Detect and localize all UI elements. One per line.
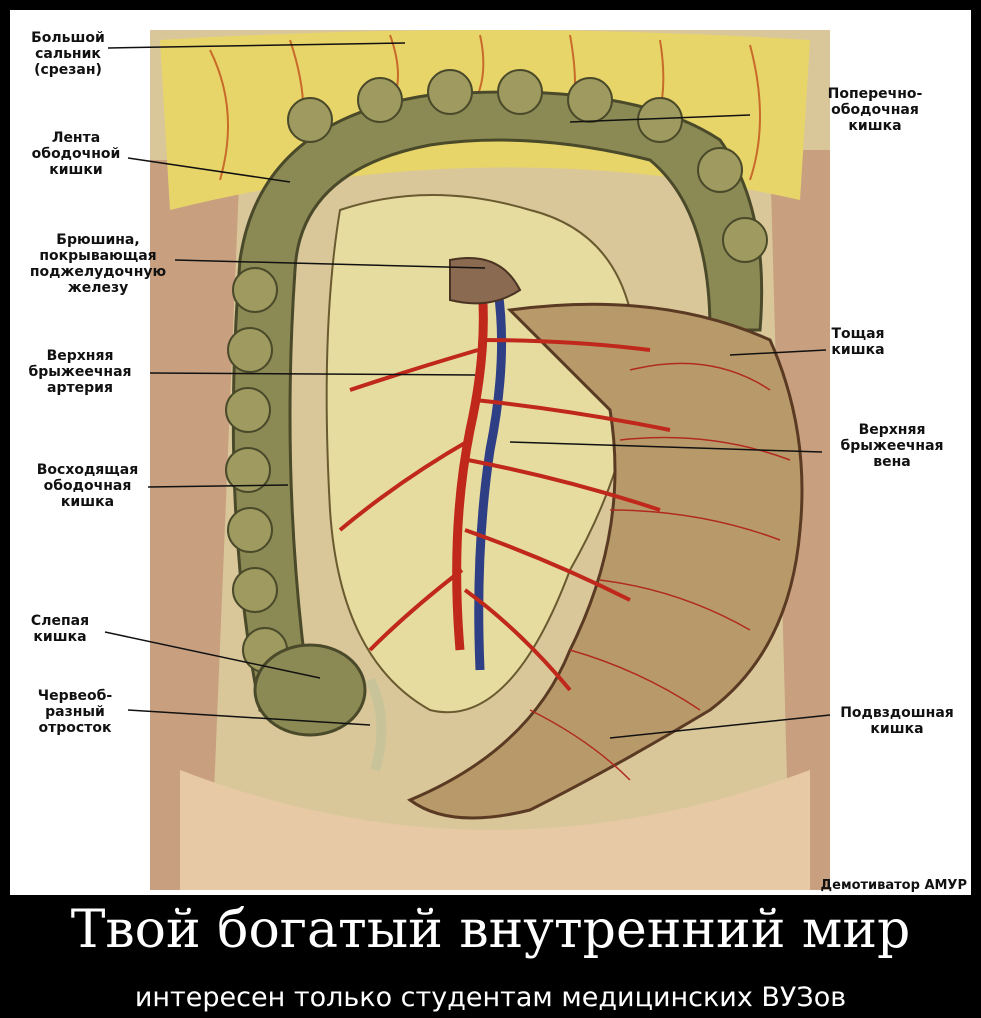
label-jejunum: Тощая кишка [831, 326, 885, 358]
pelvic-floor [180, 770, 810, 890]
label-transverse-colon: Поперечно- ободочная кишка [827, 86, 923, 134]
label-superior-mesenteric-artery: Верхняя брыжеечная артерия [28, 348, 132, 396]
caption-subtitle: интересен только студентам медицинских В… [134, 982, 847, 1013]
caption-title: Твой богатый внутренний мир [70, 900, 911, 960]
label-ileum: Подвздошная кишка [840, 705, 954, 737]
intestine-vessels [529, 362, 791, 781]
pancreas-peritoneum [449, 257, 522, 305]
label-cecum: Слепая кишка [30, 613, 90, 645]
left-body-wall [150, 160, 240, 890]
cecum [253, 643, 367, 737]
colon-haustra [225, 69, 768, 673]
superior-mesenteric-artery [452, 269, 488, 651]
label-colon-tape: Лента ободочной кишки [31, 130, 121, 178]
small-intestine-loops [406, 302, 804, 820]
anatomy-illustration [104, 30, 831, 890]
appendix [365, 677, 387, 772]
label-superior-mesenteric-vein: Верхняя брыжеечная вена [840, 422, 944, 470]
watermark: Демотиватор АМУР [820, 878, 967, 893]
label-peritoneum-pancreas: Брюшина, покрывающая поджелудочную желез… [29, 232, 167, 296]
label-appendix: Червеоб- разный отросток [37, 688, 113, 736]
label-ascending-colon: Восходящая ободочная кишка [36, 462, 139, 510]
artery-branches [338, 338, 671, 692]
leader-lines [104, 42, 831, 739]
label-greater-omentum: Большой сальник (срезан) [31, 30, 105, 78]
